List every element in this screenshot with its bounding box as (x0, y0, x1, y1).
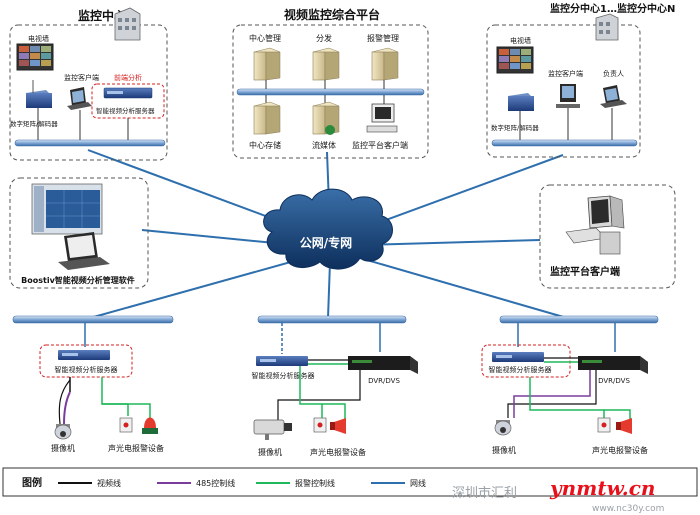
site3-server-label: 智能视频分析服务器 (489, 365, 552, 374)
central-storage-label: 中心存储 (249, 140, 281, 150)
platform-group: 视频监控综合平台 中心管理 分发 报警管理 (232, 7, 429, 159)
streaming-server-icon (312, 101, 340, 135)
center-analysis-server-label: 智能视频分析服务器 (96, 106, 155, 115)
platform-title: 视频监控综合平台 (284, 7, 380, 22)
platform-client-desktop-icon (565, 195, 625, 255)
site2-alarm-label: 声光电报警设备 (310, 447, 366, 457)
site2-alarm-switch-icon (313, 417, 327, 433)
center-tv-wall-label: 电视墙 (28, 34, 49, 43)
site1-strobe-icon (142, 417, 158, 434)
platform-client-pc-icon (366, 103, 398, 133)
site1-camera-label: 摄像机 (51, 443, 75, 453)
site3-alarm-label: 声光电报警设备 (592, 445, 648, 455)
site3-alarm-switch-icon (597, 417, 611, 433)
central-mgmt-label: 中心管理 (249, 33, 281, 43)
legend: 图例 视频线 485控制线 报警控制线 网线 (2, 467, 698, 497)
software-laptop-icon (58, 232, 110, 270)
site3-camera-label: 摄像机 (492, 445, 516, 455)
center-analysis-server-icon (103, 87, 153, 99)
site2-horn-icon (330, 418, 346, 434)
watermark-site: ynmtw.cn (549, 476, 655, 500)
site2-camera-label: 摄像机 (258, 447, 282, 457)
building-icon (114, 7, 141, 41)
subcenter-tv-wall-icon (496, 46, 534, 74)
subcenter-matrix-label: 数字矩阵/解码器 (491, 123, 539, 132)
site3-dome-camera-icon (494, 420, 512, 436)
subcenter-group: 监控分中心1…监控分中心N 电视墙 监控客户端 负责人 数 (486, 2, 675, 158)
center-client-laptop-icon (67, 87, 92, 110)
site1-network-bus (12, 315, 174, 324)
site2-server-label: 智能视频分析服务器 (252, 371, 315, 380)
manager-laptop-icon (600, 85, 627, 108)
platform-client-group: 监控平台客户端 (539, 184, 676, 289)
site1-alarm-label: 声光电报警设备 (108, 443, 164, 453)
platform-client-label: 监控平台客户端 (352, 140, 408, 150)
site2-network-bus (257, 315, 407, 324)
center-client-label: 监控客户端 (64, 73, 99, 82)
platform-network-bus (236, 88, 425, 96)
site3-dvr-label: DVR/DVS (598, 377, 630, 385)
subcenter-client-pc-icon (556, 84, 580, 108)
site2-dvr-label: DVR/DVS (368, 377, 400, 385)
subcenter-client-label: 监控客户端 (548, 69, 583, 78)
subcenter-manager-label: 负责人 (603, 69, 624, 78)
software-group: Boostiv智能视频分析管理软件 (9, 177, 149, 289)
software-screen-icon (31, 183, 103, 235)
software-title: Boostiv智能视频分析管理软件 (21, 275, 135, 285)
center-matrix-label: 数字矩阵/解码器 (10, 119, 58, 128)
subcenter-title: 监控分中心1…监控分中心N (550, 2, 675, 15)
alarm-mgmt-label: 报警管理 (367, 33, 399, 43)
site3-horn-icon (616, 418, 632, 434)
subcenter-tv-wall-label: 电视墙 (510, 36, 531, 45)
legend-label-video: 视频线 (97, 478, 121, 488)
site3-analysis-server-icon (492, 352, 544, 362)
site1-analysis-server-icon (58, 350, 110, 360)
streaming-label: 流媒体 (312, 140, 336, 150)
frontend-analysis-label: 前端分析 (114, 73, 142, 82)
watermark-url: www.nc30y.com (592, 504, 664, 514)
legend-label-485: 485控制线 (196, 478, 235, 488)
site2-group: 智能视频分析服务器 DVR/DVS 摄像机 声光电报警设备 (252, 323, 418, 457)
site3-group: 智能视频分析服务器 DVR/DVS 摄像机 声光电报警设备 (481, 323, 648, 455)
matrix-decoder-icon (26, 80, 52, 108)
central-mgmt-server-icon (253, 47, 281, 81)
cloud-icon: 公网/专网 (263, 188, 393, 270)
cloud-label: 公网/专网 (300, 235, 352, 250)
central-storage-server-icon (253, 101, 281, 135)
distribution-label: 分发 (316, 33, 332, 43)
subcenter-network-bus (491, 139, 638, 147)
site3-network-bus (499, 315, 659, 324)
monitoring-center-group: 监控中心 电视墙 监控客户端 前端分析 (9, 7, 168, 161)
legend-label-alarm: 报警控制线 (295, 478, 335, 488)
site2-box-camera-icon (253, 419, 292, 440)
site1-group: 智能视频分析服务器 摄像机 声光电报警设备 (39, 323, 164, 453)
tv-wall-icon (16, 43, 54, 71)
site1-server-label: 智能视频分析服务器 (55, 365, 118, 374)
platform-client-title: 监控平台客户端 (550, 265, 620, 278)
site3-dvr-icon (578, 356, 648, 374)
legend-label-network: 网线 (410, 478, 426, 488)
monitoring-center-title: 监控中心 (78, 8, 126, 23)
alarm-mgmt-server-icon (371, 47, 399, 81)
watermark: 深圳市汇利 ynmtw.cn www.nc30y.com (452, 476, 664, 514)
site2-dvr-icon (348, 356, 418, 374)
center-network-bus (14, 139, 166, 147)
watermark-company: 深圳市汇利 (452, 485, 517, 501)
subcenter-matrix-icon (508, 93, 534, 111)
legend-title: 图例 (22, 476, 42, 489)
site2-analysis-server-icon (256, 356, 308, 366)
site1-alarm-switch-icon (119, 417, 133, 433)
site1-dome-camera-icon (54, 424, 72, 440)
distribution-server-icon (312, 47, 340, 81)
subcenter-building-icon (595, 13, 619, 41)
